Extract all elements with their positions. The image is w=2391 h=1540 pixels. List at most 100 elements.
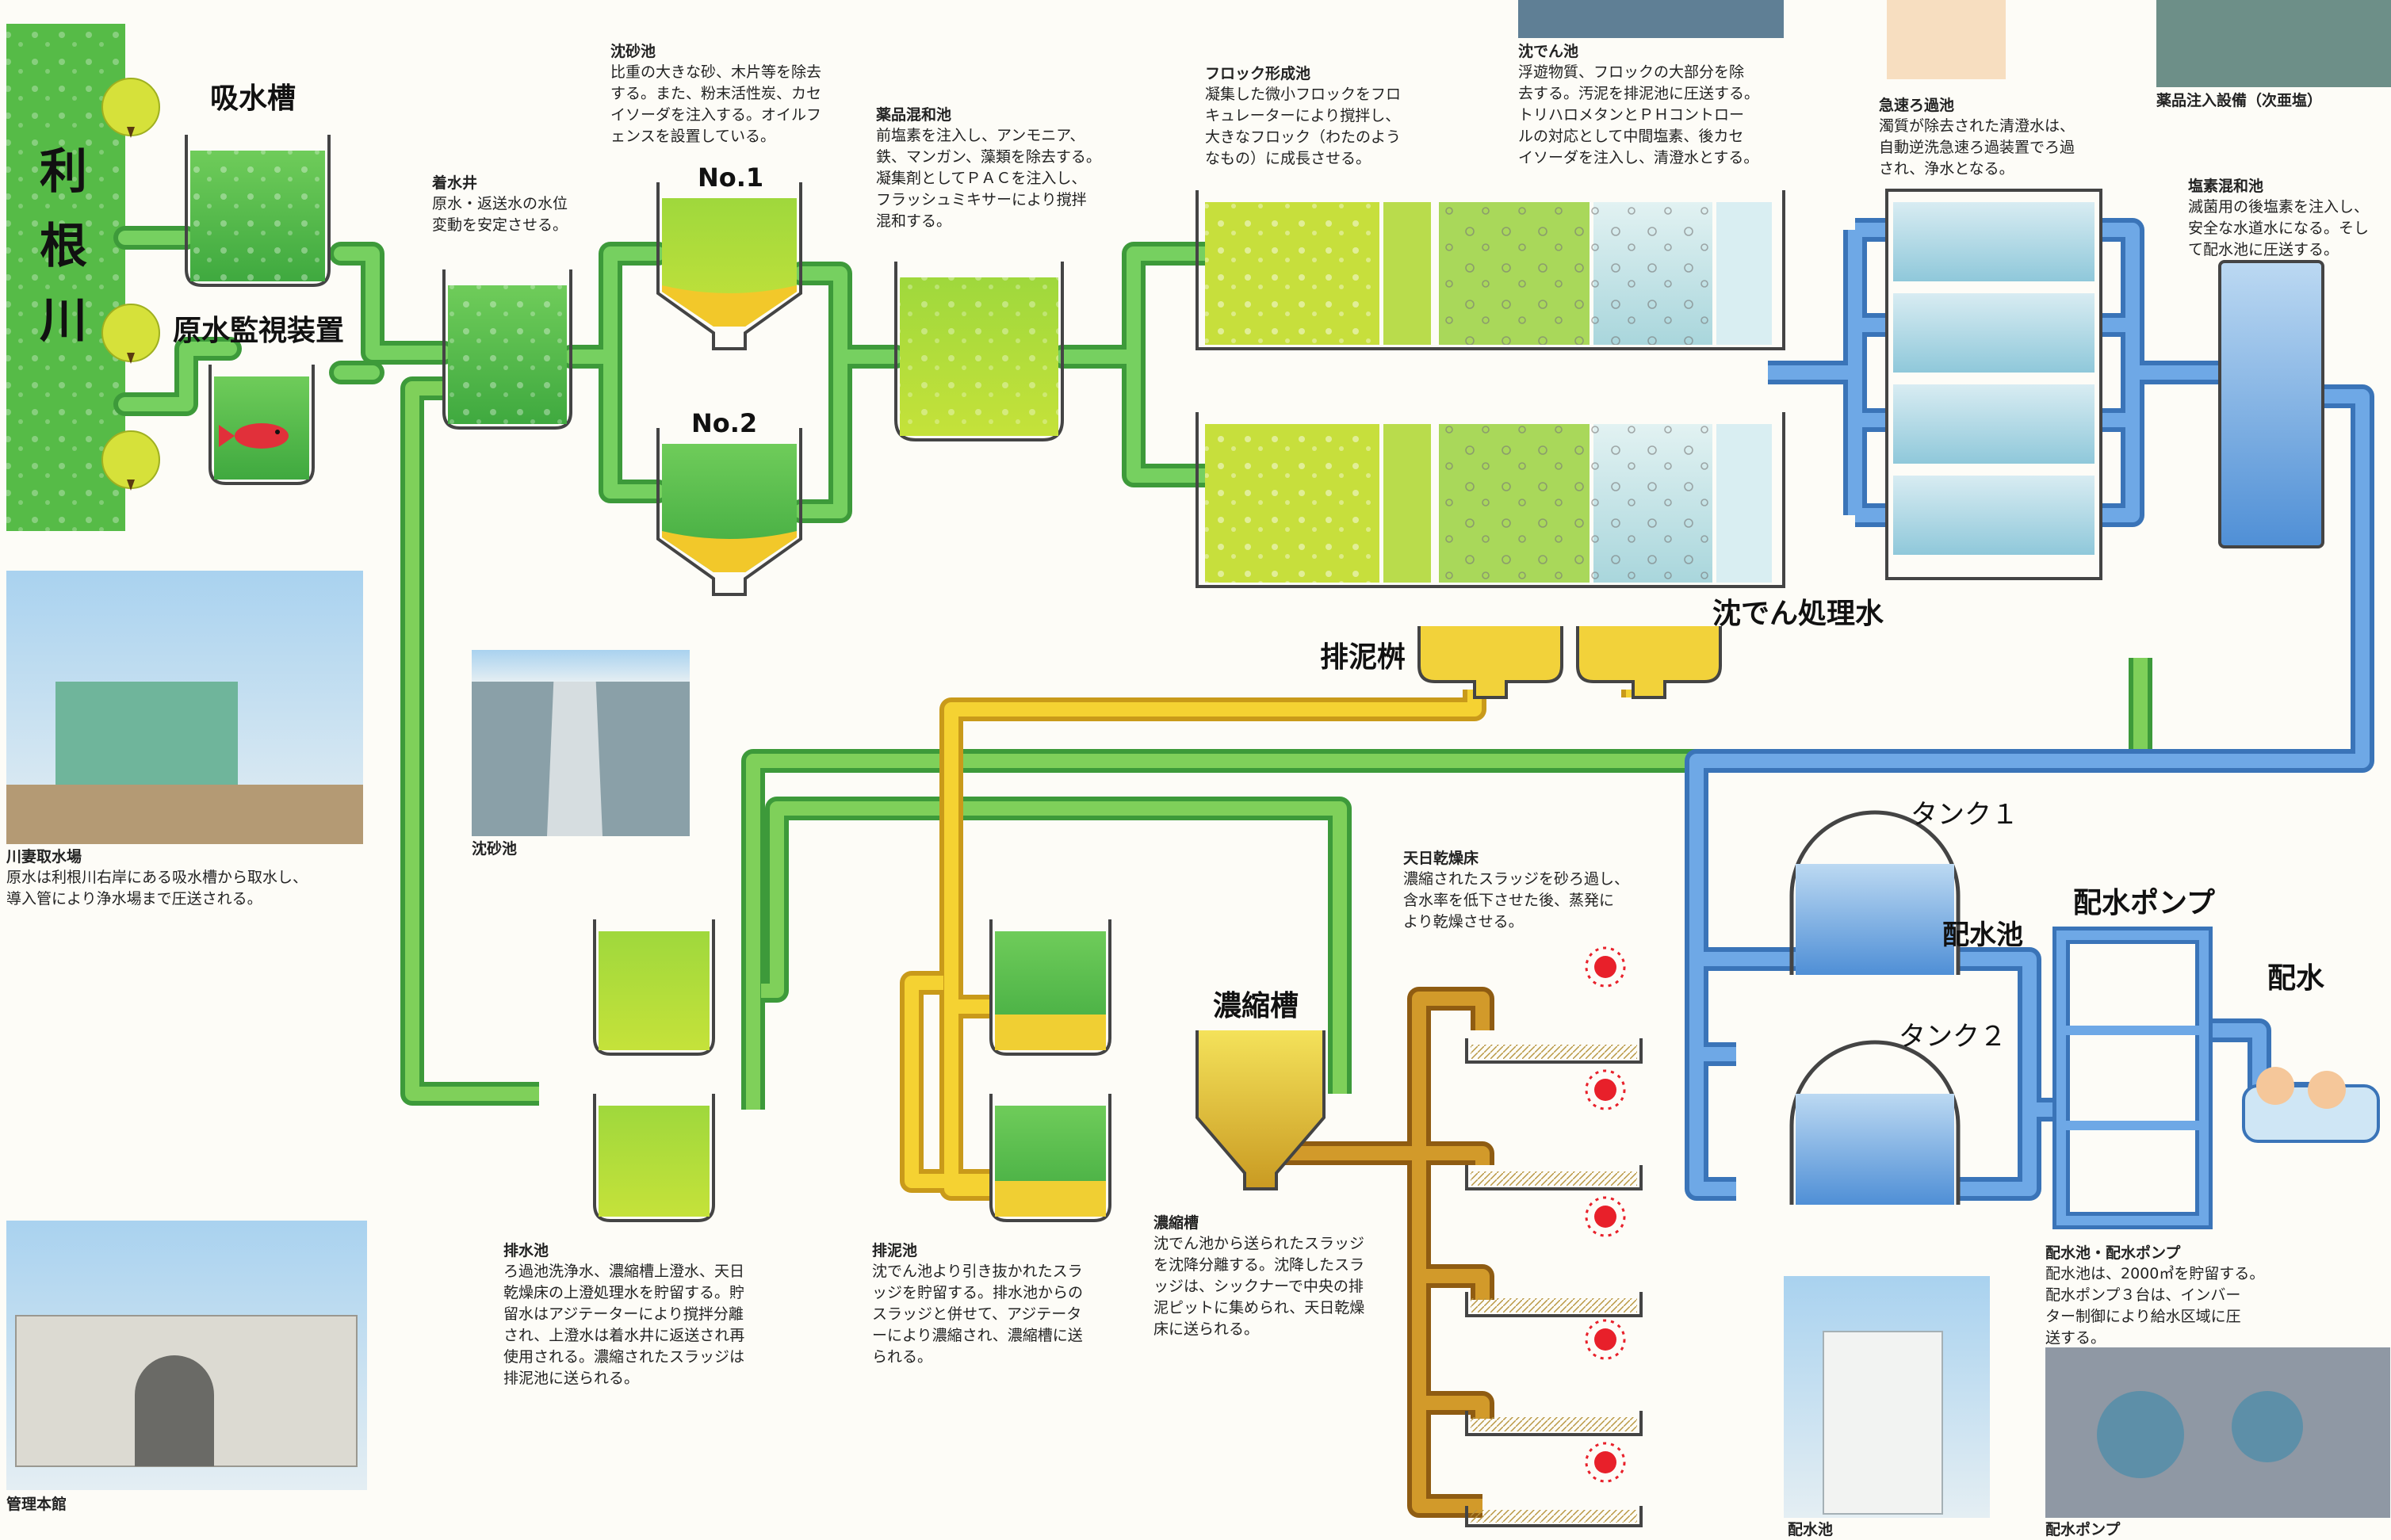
raw-water-pipes xyxy=(113,226,1217,523)
caption-body: 沈でん池から送られたスラッジ を沈降分離する。沈降したスラ ッジは、シックナーで… xyxy=(1153,1235,1365,1338)
photo-distribution-pump xyxy=(2045,1347,2390,1518)
sun-icon xyxy=(1585,946,1626,1483)
caption-body: 沈でん池より引き抜かれたスラ ッジを貯留する。排水池からの スラッジと併せて、ア… xyxy=(872,1263,1084,1366)
chemical-mixing-tank xyxy=(894,262,1064,441)
caption-body: 原水は利根川右岸にある吸水槽から取水し、 導入管により浄水場まで圧送される。 xyxy=(6,869,308,908)
caption-title: 薬品混和池 xyxy=(876,106,952,124)
caption-drying-bed: 天日乾燥床 濃縮されたスラッジを砂ろ過し、 含水率を低下させた後、蒸発に より乾… xyxy=(1403,848,1665,933)
caption-pump-photo: 配水ポンプ xyxy=(2045,1519,2204,1540)
caption-receiving-well: 着水井 原水・返送水の水位 変動を安定させる。 xyxy=(432,173,646,236)
return-pipes xyxy=(400,376,2152,1110)
caption-thickener: 濃縮槽 沈でん池から送られたスラッジ を沈降分離する。沈降したスラ ッジは、シッ… xyxy=(1153,1213,1415,1340)
label-settled-water: 沈でん処理水 xyxy=(1712,598,1884,630)
sludge-pond xyxy=(989,919,1111,1222)
caption-title: 排泥池 xyxy=(872,1242,918,1259)
caption-title: 沈砂池 xyxy=(472,840,518,858)
floc-sedimentation-lower xyxy=(1196,412,1785,588)
mud-pits xyxy=(1417,626,1722,699)
caption-body: 配水池は、2000㎥を貯留する。 配水ポンプ３台は、インバー ター制御により給水… xyxy=(2045,1265,2265,1347)
river-markers xyxy=(101,78,160,491)
caption-reservoir-photo: 配水池 xyxy=(1788,1519,1946,1540)
label-tank2: タンク２ xyxy=(1899,1021,2007,1053)
label-reservoir: 配水池 xyxy=(1942,919,2023,951)
caption-title: 薬品注入設備（次亜塩） xyxy=(2156,92,2323,109)
caption-sludge-pond: 排泥池 沈でん池より引き抜かれたスラ ッジを貯留する。排水池からの スラッジと併… xyxy=(872,1240,1142,1368)
caption-chemical-mixing: 薬品混和池 前塩素を注入し、アンモニア、 鉄、マンガン、藻類を除去する。 凝集剤… xyxy=(876,105,1153,232)
sludge-pipes xyxy=(900,690,1645,1201)
drying-bed-pipes xyxy=(1245,987,1494,1518)
label-mud-pit: 排泥桝 xyxy=(1320,641,1406,674)
caption-title: 川妻取水場 xyxy=(6,848,82,866)
label-tank1: タンク１ xyxy=(1911,799,2018,831)
bath-illustration xyxy=(2242,1067,2380,1143)
intake-tank xyxy=(185,135,331,287)
clean-water-pipes xyxy=(1685,218,2374,1201)
caption-rapid-filter: 急速ろ過池 濁質が除去された清澄水は、 自動逆洗急速ろ過装置でろ過 され、浄水と… xyxy=(1879,95,2148,180)
photo-grit-chamber xyxy=(472,650,690,836)
caption-kawatsuma: 川妻取水場 原水は利根川右岸にある吸水槽から取水し、 導入管により浄水場まで圧送… xyxy=(6,846,379,910)
caption-title: 排水池 xyxy=(503,1242,549,1259)
caption-body: 滅菌用の後塩素を注入し、 安全な水道水になる。そし て配水池に圧送する。 xyxy=(2188,198,2370,258)
caption-body: 凝集した微小フロックをフロ キュレーターにより撹拌し、 大きなフロック（わたのよ… xyxy=(1205,86,1402,167)
photo-chemical-equipment xyxy=(2156,0,2391,87)
caption-body: 前塩素を注入し、アンモニア、 鉄、マンガン、藻類を除去する。 凝集剤としてＰＡＣ… xyxy=(876,127,1101,230)
caption-body: ろ過池洗浄水、濃縮槽上澄水、天日 乾燥床の上澄処理水を貯留する。貯 留水はアジテ… xyxy=(503,1263,745,1387)
caption-body: 比重の大きな砂、木片等を除去 する。また、粉末活性炭、カセ イソーダを注入する。… xyxy=(610,63,822,145)
drain-pond xyxy=(593,919,715,1222)
receiving-well xyxy=(442,269,572,430)
raw-water-monitor xyxy=(208,365,315,485)
caption-title: 配水ポンプ xyxy=(2045,1521,2121,1538)
photo-admin-building xyxy=(6,1221,367,1490)
caption-body: 浮遊物質、フロックの大部分を除 去する。汚泥を排泥池に圧送する。 トリハロメタン… xyxy=(1518,63,1760,166)
label-raw-water-monitor: 原水監視装置 xyxy=(173,315,345,347)
drying-beds xyxy=(1465,1038,1643,1527)
photo-kawatsuma-intake xyxy=(6,571,363,844)
river-char-1: 利 xyxy=(40,144,87,200)
caption-title: 濃縮槽 xyxy=(1153,1214,1199,1232)
label-thickener: 濃縮槽 xyxy=(1213,990,1299,1022)
caption-floc: フロック形成池 凝集した微小フロックをフロ キュレーターにより撹拌し、 大きなフ… xyxy=(1205,63,1498,170)
caption-chlorine: 塩素混和池 滅菌用の後塩素を注入し、 安全な水道水になる。そし て配水池に圧送す… xyxy=(2188,176,2386,261)
label-no2: No.2 xyxy=(691,408,758,438)
rapid-filters xyxy=(1885,189,2102,580)
river-label: 利 根 川 xyxy=(28,135,99,358)
river-char-2: 根 xyxy=(40,219,87,274)
caption-title: 天日乾燥床 xyxy=(1403,850,1479,867)
thickener-tank xyxy=(1196,1030,1326,1190)
distribution-pumps xyxy=(2052,927,2213,1229)
fish-icon xyxy=(219,423,289,449)
label-distribution: 配水 xyxy=(2267,962,2325,995)
river-char-3: 川 xyxy=(40,293,87,349)
floc-sedimentation-upper xyxy=(1196,190,1785,350)
label-distribution-pump: 配水ポンプ xyxy=(2073,887,2215,919)
caption-admin-building: 管理本館 xyxy=(6,1494,165,1515)
photo-children-filter xyxy=(1887,0,2006,79)
caption-title: 配水池・配水ポンプ xyxy=(2045,1244,2181,1262)
caption-title: 着水井 xyxy=(432,174,478,192)
chlorine-mixing-tank xyxy=(2218,260,2324,548)
caption-drain-pond: 排水池 ろ過池洗浄水、濃縮槽上澄水、天日 乾燥床の上澄処理水を貯留する。貯 留水… xyxy=(503,1240,805,1389)
grit-chamber-no2 xyxy=(656,428,802,596)
caption-sedimentation: 沈でん池 浮遊物質、フロックの大部分を除 去する。汚泥を排泥池に圧送する。 トリ… xyxy=(1518,41,1827,169)
caption-grit-photo: 沈砂池 xyxy=(472,839,630,859)
caption-title: 塩素混和池 xyxy=(2188,178,2264,195)
caption-title: 沈でん池 xyxy=(1518,43,1579,60)
caption-grit: 沈砂池 比重の大きな砂、木片等を除去 する。また、粉末活性炭、カセ イソーダを注… xyxy=(610,41,880,147)
caption-title: 沈砂池 xyxy=(610,43,656,60)
caption-title: 管理本館 xyxy=(6,1496,67,1513)
photo-reservoir xyxy=(1784,1276,1990,1518)
caption-reservoir-pump: 配水池・配水ポンプ 配水池は、2000㎥を貯留する。 配水ポンプ３台は、インバー… xyxy=(2045,1243,2299,1349)
label-no1: No.1 xyxy=(698,162,764,193)
caption-body: 濃縮されたスラッジを砂ろ過し、 含水率を低下させた後、蒸発に より乾燥させる。 xyxy=(1403,870,1630,930)
caption-title: 急速ろ過池 xyxy=(1879,97,1955,114)
caption-title: フロック形成池 xyxy=(1205,65,1311,82)
grit-chamber-no1 xyxy=(656,182,802,350)
caption-title: 配水池 xyxy=(1788,1521,1834,1538)
label-intake-tank: 吸水槽 xyxy=(210,82,296,115)
caption-chemical-equipment: 薬品注入設備（次亜塩） xyxy=(2156,90,2391,111)
photo-sedimentation xyxy=(1518,0,1784,38)
reservoir-tank-1 xyxy=(1789,810,1961,975)
caption-body: 濁質が除去された清澄水は、 自動逆洗急速ろ過装置でろ過 され、浄水となる。 xyxy=(1879,117,2075,178)
